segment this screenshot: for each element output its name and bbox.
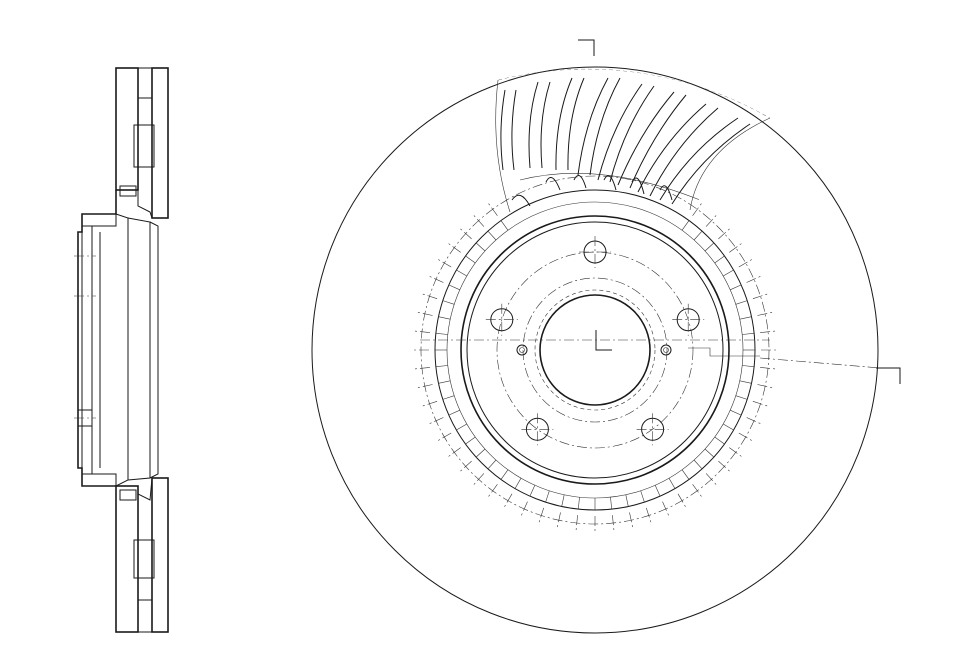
rib-mark (475, 448, 486, 458)
rib-mark (465, 436, 476, 445)
rib-mark (610, 497, 612, 510)
center-mark (595, 330, 612, 351)
left-friction-plate (115, 67, 139, 633)
rib-mark (456, 269, 467, 277)
rib-mark (735, 300, 748, 305)
rib-mark (730, 409, 742, 416)
vane-set (500, 77, 751, 205)
rib-mark (693, 230, 703, 241)
bolt-holes (485, 236, 705, 446)
rib-mark (514, 478, 522, 489)
hat-ribs (413, 202, 777, 532)
rib-mark (487, 230, 497, 241)
rib-mark (442, 300, 455, 305)
hat-inner-ring (460, 215, 730, 485)
rib-mark (735, 395, 748, 400)
rib-mark (625, 494, 629, 507)
rib-mark (500, 220, 509, 231)
vent-channels (133, 67, 155, 633)
cooling-vanes (497, 68, 770, 207)
bolt-pitch-circle (496, 251, 694, 449)
rib-mark (442, 395, 455, 400)
rib-mark (723, 423, 734, 431)
rib-mark (693, 459, 703, 470)
pilot-holes (516, 344, 672, 356)
rib-mark (448, 284, 460, 291)
rib-mark (578, 497, 580, 510)
rib-mark (654, 485, 661, 497)
rib-mark (704, 242, 715, 252)
right-friction-plate (151, 67, 169, 633)
rib-mark (668, 478, 676, 489)
center-bore (539, 294, 651, 406)
rib-mark (435, 333, 448, 335)
rib-mark (681, 469, 690, 480)
pilot-hole-right (660, 344, 672, 356)
rib-mark (714, 436, 725, 445)
outer-diameter (311, 66, 879, 634)
pilot-hole-left (516, 344, 528, 356)
section-line (420, 39, 901, 384)
rib-mark (681, 220, 690, 231)
rib-mark (487, 459, 497, 470)
rib-mark (438, 380, 451, 384)
rib-mark (739, 316, 752, 320)
rib-mark (456, 423, 467, 431)
rib-mark (723, 269, 734, 277)
rib-mark (640, 490, 645, 503)
rib-mark (742, 333, 755, 335)
rib-mark (465, 255, 476, 264)
rib-mark (435, 365, 448, 367)
rib-mark (438, 316, 451, 320)
rib-mark (545, 490, 550, 503)
rib-mark (561, 494, 565, 507)
rib-mark (739, 380, 752, 384)
rib-mark (500, 469, 509, 480)
rib-mark (475, 242, 486, 252)
front-view (311, 39, 901, 634)
rib-mark (448, 409, 460, 416)
side-section-view (74, 67, 169, 633)
rib-mark (730, 284, 742, 291)
rib-mark (704, 448, 715, 458)
rib-mark (529, 485, 536, 497)
rib-mark (742, 365, 755, 367)
rib-mark (714, 255, 725, 264)
hat-section (74, 185, 159, 501)
